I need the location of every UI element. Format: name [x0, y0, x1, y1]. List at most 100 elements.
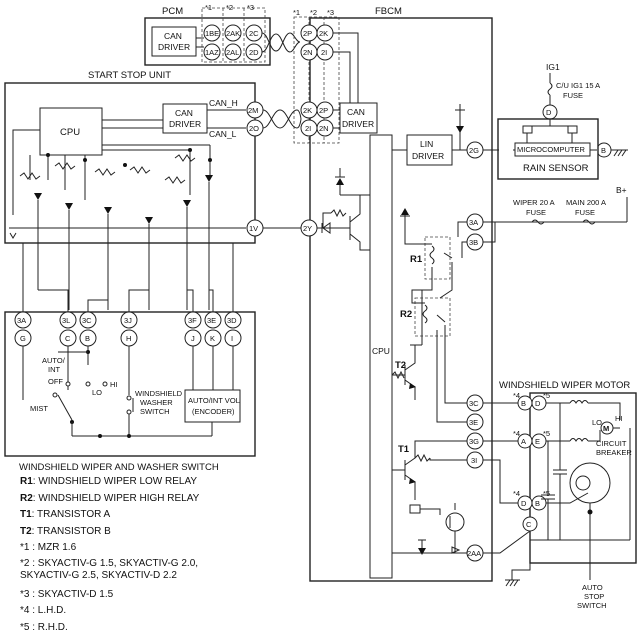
sw-pin-3j: 3J — [124, 316, 132, 325]
sw-pin-3d: 3D — [227, 316, 237, 325]
main-fuse-label: FUSE — [575, 208, 595, 217]
sw-pin-3e: 3E — [207, 316, 216, 325]
fbcm-pin-2p-b: 2P — [319, 106, 328, 115]
motor-lo-label: LO — [592, 418, 602, 427]
transistor-t1 — [392, 440, 467, 500]
ssu-title: START STOP UNIT — [88, 70, 171, 81]
switch-title: WINDSHIELD WIPER AND WASHER SWITCH — [19, 462, 219, 473]
motor-pin-b-1: B — [521, 399, 526, 408]
washer-label-3: SWITCH — [140, 407, 170, 416]
fbcm-pin-2i-a: 2I — [321, 48, 327, 57]
ig1-label: IG1 — [546, 62, 560, 72]
ig1-fuse-label: FUSE — [563, 91, 583, 100]
pcm-pins — [203, 24, 263, 61]
auto-stop-label-1: AUTO — [582, 583, 603, 592]
ssu-switch-harness — [22, 243, 234, 312]
fbcm-cpu-bar — [369, 134, 393, 579]
pcm-pin-2al: 2AL — [226, 48, 239, 57]
fbcm-can-label: CAN — [347, 107, 365, 117]
motor-hi-label: HI — [615, 414, 623, 423]
sw-pin-3c: 3C — [82, 316, 92, 325]
relay-wiring — [400, 208, 467, 423]
sw-pin-g: G — [20, 334, 26, 343]
encoder-label-2: (ENCODER) — [192, 407, 235, 416]
rain-sensor-title: RAIN SENSOR — [523, 163, 589, 174]
motor-pin-e: E — [535, 437, 540, 446]
rain-pin-b-label: B — [601, 146, 606, 155]
legend-r1: R1: WINDSHIELD WIPER LOW RELAY — [20, 476, 198, 487]
motor-pin-b-2: B — [535, 499, 540, 508]
fbcm-variant-2: *2 — [310, 8, 317, 17]
pin-2aa-label: 2AA — [467, 549, 481, 558]
pcm-pin-1az: 1AZ — [205, 48, 219, 57]
wiper-fuse-label: FUSE — [526, 208, 546, 217]
relay-r1 — [424, 236, 451, 280]
auto-stop-label-3: SWITCH — [577, 601, 607, 610]
pin-3b-label: 3B — [469, 238, 478, 247]
encoder-block — [184, 389, 241, 423]
fbcm-input-transistor — [317, 168, 370, 251]
pin-2y-label: 2Y — [303, 224, 312, 233]
switch-mist-label: MIST — [30, 404, 48, 413]
can-h-label: CAN_H — [209, 98, 238, 108]
note-5-b: *5 — [543, 429, 550, 438]
fbcm-pin-2n-a: 2N — [303, 48, 313, 57]
pin-3g-label: 3G — [469, 437, 479, 446]
motor-m-label: M — [603, 424, 609, 433]
fbcm-box — [309, 17, 493, 582]
can-l-label: CAN_L — [209, 129, 237, 139]
fbcm-fet — [392, 503, 467, 555]
motor-pin-a: A — [521, 437, 526, 446]
wiper-fuse-rating: WIPER 20 A — [513, 198, 555, 207]
pcm-pin-1be: 1BE — [205, 29, 219, 38]
ssu-can-label: CAN — [175, 108, 193, 118]
pcm-pin-2c: 2C — [249, 29, 259, 38]
lin-label: LIN — [420, 139, 433, 149]
ig1-fuse — [547, 82, 553, 96]
sw-pin-3f: 3F — [188, 316, 197, 325]
fbcm-driver-label: DRIVER — [342, 119, 374, 129]
motor-ground-symbol — [505, 531, 531, 587]
auto-stop-label-2: STOP — [584, 592, 604, 601]
note-4-a: *4 — [513, 391, 520, 400]
sw-pin-k: K — [210, 334, 215, 343]
switch-off-label: OFF — [48, 377, 63, 386]
sw-pin-b: B — [85, 334, 90, 343]
pcm-can-label: CAN — [164, 31, 182, 41]
pin-3i-label: 3I — [471, 456, 477, 465]
pcm-variant-2: *2 — [226, 3, 233, 12]
legend-note-2: *2 : SKYACTIV-G 1.5, SKYACTIV-G 2.0, SKY… — [20, 557, 199, 582]
switch-int-label: INT — [48, 365, 61, 374]
breaker-label-1: CIRCUIT — [596, 439, 627, 448]
note-4-b: *4 — [513, 429, 520, 438]
switch-lo-label: LO — [92, 388, 102, 397]
transistor-t2-label: T2 — [395, 360, 406, 371]
washer-label-2: WASHER — [140, 398, 173, 407]
ssu-pin-2o: 2O — [249, 124, 259, 133]
motor-pin-d-1: D — [535, 399, 541, 408]
ssu-cpu-label: CPU — [60, 127, 80, 138]
switch-hi-label: HI — [110, 380, 118, 389]
fbcm-pin-2p-a: 2P — [303, 29, 312, 38]
fbcm-cpu-label: CPU — [372, 346, 390, 356]
relay-r2 — [414, 297, 451, 337]
sw-pin-3l: 3L — [62, 316, 70, 325]
sw-pin-3a: 3A — [17, 316, 26, 325]
sw-pin-c: C — [65, 334, 71, 343]
fbcm-can-driver-block — [339, 102, 378, 134]
wiper-fuse — [531, 219, 545, 225]
ssu-pin-1v: 1V — [249, 224, 258, 233]
pcm-driver-label: DRIVER — [158, 42, 190, 52]
fbcm-pin-2i-b: 2I — [305, 124, 311, 133]
transistor-t2 — [391, 345, 416, 400]
pin-3a-label: 3A — [469, 218, 478, 227]
switch-internals: AUTO/INT VOL (ENCODER) — [22, 346, 241, 438]
pin-3e-label: 3E — [469, 418, 478, 427]
fbcm-pin-2k-b: 2K — [303, 106, 312, 115]
ssu-cpu-block — [39, 107, 103, 156]
bplus-label: B+ — [616, 185, 627, 195]
motor-pin-d-2: D — [521, 499, 527, 508]
ssu-can-driver-block — [162, 103, 208, 134]
pcm-pin-2d: 2D — [249, 48, 259, 57]
